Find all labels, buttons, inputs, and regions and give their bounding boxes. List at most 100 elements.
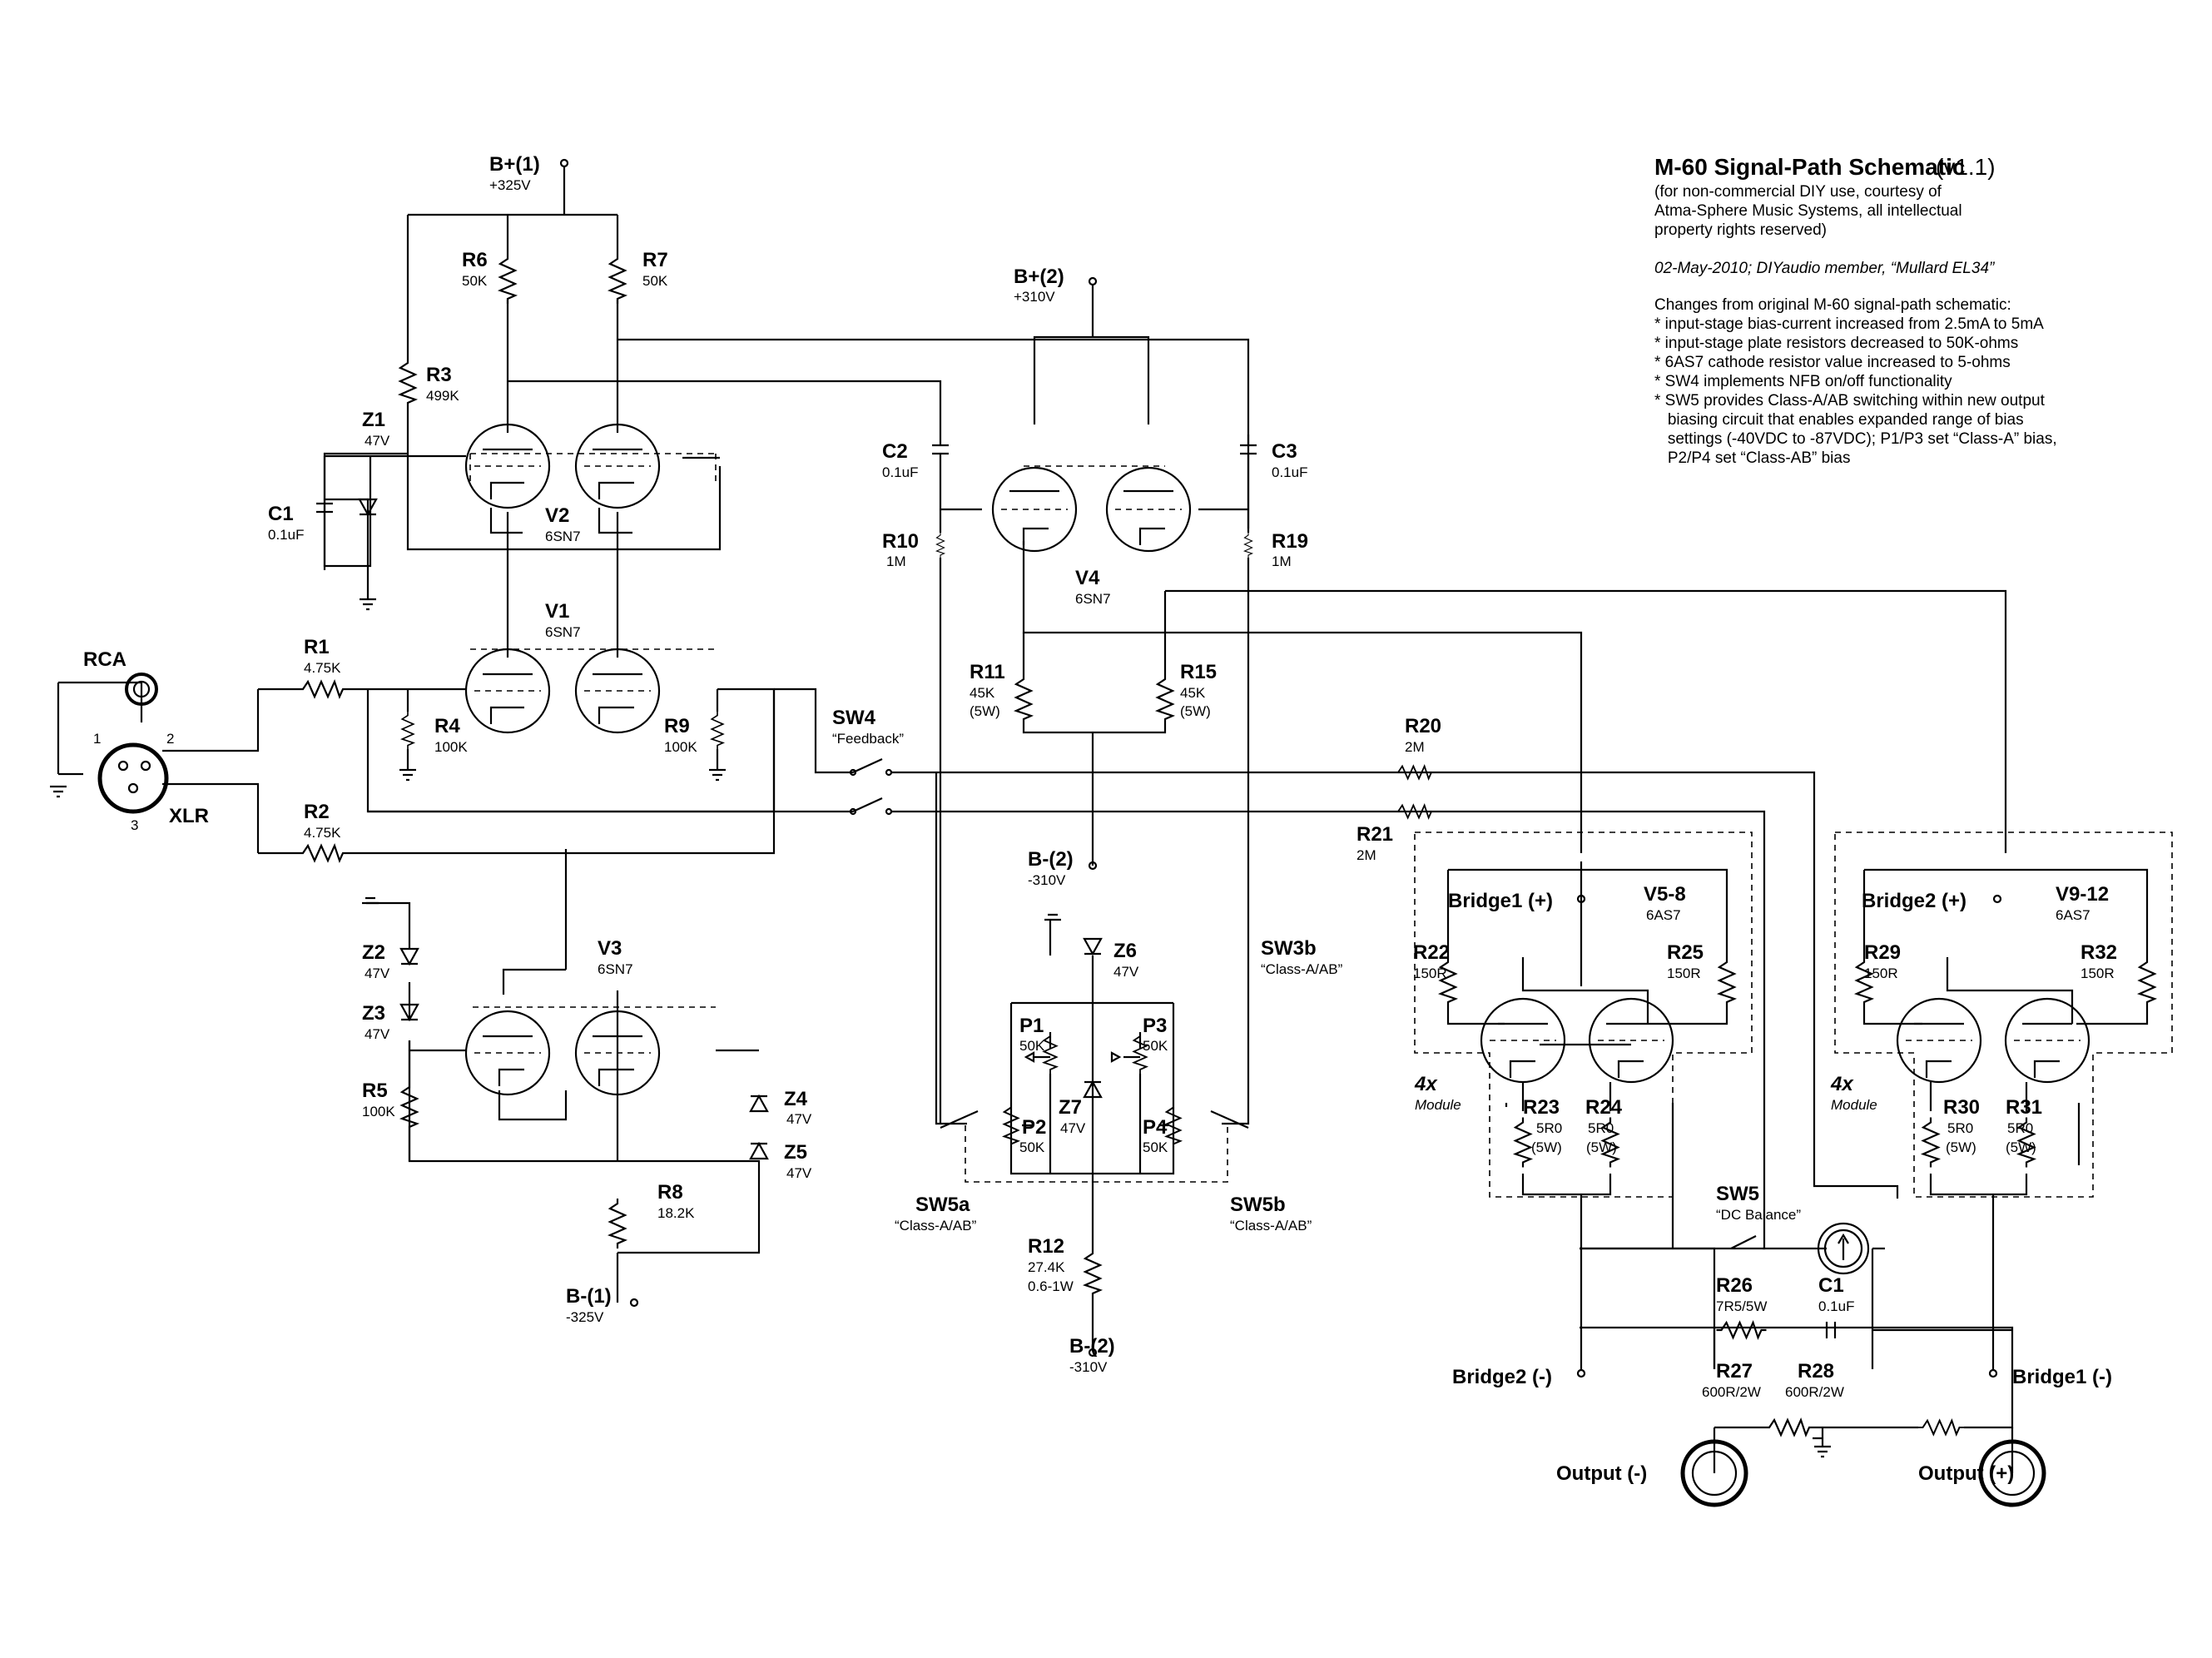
change-item: P2/P4 set “Class-AB” bias	[1654, 449, 1850, 467]
r2-label: R2	[304, 801, 330, 823]
dc-balance-meter	[1817, 1222, 1870, 1275]
zener-z1	[358, 498, 378, 517]
output-minus-jack	[1680, 1439, 1748, 1507]
credit-line-3: property rights reserved)	[1654, 221, 1827, 239]
tube-v4-a	[991, 466, 1078, 553]
zener-z3	[399, 1003, 419, 1022]
v1-label: V1	[545, 600, 569, 623]
capacitor-c3	[1240, 444, 1257, 455]
bminus1-value: -325V	[566, 1309, 604, 1325]
r15-label: R15	[1180, 661, 1217, 683]
tube-v1-b	[574, 648, 661, 734]
ground-icon	[362, 896, 379, 905]
r21-label: R21	[1356, 823, 1393, 846]
z3-label: Z3	[362, 1002, 385, 1025]
switch-sw4	[852, 757, 883, 813]
r30-value: 5R0	[1947, 1120, 1973, 1136]
schematic-title: M-60 Signal-Path Schematic	[1654, 154, 1965, 180]
r20-label: R20	[1405, 715, 1441, 737]
bminus2-bottom-label: B-(2)	[1069, 1335, 1115, 1358]
terminal-bridge2-minus	[1576, 1368, 1586, 1378]
resistor-r7	[608, 252, 627, 305]
date-line: 02-May-2010; DIYaudio member, “Mullard E…	[1654, 260, 1996, 277]
r12-value: 27.4K	[1028, 1259, 1065, 1275]
r26-value: 7R5/5W	[1716, 1298, 1767, 1314]
z3-value: 47V	[365, 1026, 390, 1042]
r30-label: R30	[1943, 1096, 1980, 1119]
tube-envelope-links	[469, 453, 1165, 1008]
bridge1-count: 4x	[1414, 1073, 1438, 1095]
rca-label: RCA	[83, 648, 126, 671]
ground-icon	[360, 598, 376, 611]
tube-v5-8-b	[1588, 997, 1674, 1084]
r27-value: 600R/2W	[1702, 1384, 1761, 1400]
resistor-r8	[608, 1197, 627, 1250]
r15-rating: (5W)	[1180, 703, 1211, 719]
tubes	[464, 423, 2090, 1096]
z6-value: 47V	[1113, 964, 1139, 980]
zener-z4	[749, 1094, 769, 1113]
resistor-r3	[399, 356, 417, 410]
resistor-r9	[711, 710, 724, 751]
tube-v1-a	[464, 648, 551, 734]
change-item: * input-stage bias-current increased fro…	[1654, 315, 2044, 333]
v9-12-type: 6AS7	[2056, 907, 2090, 923]
resistor-r32	[2138, 956, 2156, 1009]
r12-label: R12	[1028, 1235, 1064, 1258]
xlr-label: XLR	[169, 805, 209, 827]
sw5a-label: SW5a	[915, 1194, 970, 1216]
r28-value: 600R/2W	[1785, 1384, 1844, 1400]
capacitors	[316, 444, 1837, 1338]
z7-label: Z7	[1059, 1096, 1082, 1119]
ground-icon	[1814, 1445, 1831, 1458]
z7-value: 47V	[1060, 1120, 1086, 1136]
r12-rating: 0.6-1W	[1028, 1278, 1074, 1294]
v3-type: 6SN7	[598, 961, 633, 977]
r1-value: 4.75K	[304, 660, 341, 676]
ground-symbols	[50, 598, 1831, 1458]
r24-label: R24	[1585, 1096, 1623, 1119]
resistor-r26	[1715, 1321, 1768, 1339]
r1-label: R1	[304, 636, 330, 658]
r21-value: 2M	[1356, 847, 1376, 863]
resistor-r4	[401, 710, 414, 751]
ground-icon	[1044, 913, 1061, 921]
p2-value: 50K	[1019, 1139, 1045, 1155]
v4-label: V4	[1075, 567, 1100, 589]
r31-value: 5R0	[2007, 1120, 2033, 1136]
bridge2-minus-label: Bridge2 (-)	[1452, 1366, 1552, 1388]
sw5b-label: SW5b	[1230, 1194, 1286, 1216]
p2-label: P2	[1022, 1116, 1046, 1139]
changes-heading: Changes from original M-60 signal-path s…	[1654, 296, 2011, 314]
credit-line-2: Atma-Sphere Music Systems, all intellect…	[1654, 202, 1962, 220]
c1b-label: C1	[1818, 1274, 1844, 1297]
output-plus-label: Output (+)	[1918, 1462, 2014, 1485]
resistor-r27	[1763, 1418, 1816, 1437]
resistor-r15	[1156, 673, 1174, 726]
zener-diodes	[358, 498, 1103, 1160]
r24-value: 5R0	[1588, 1120, 1614, 1136]
c1b-value: 0.1uF	[1818, 1298, 1854, 1314]
r15-value: 45K	[1180, 685, 1206, 701]
ground-icon	[50, 785, 67, 798]
switch-sw5b	[1210, 1109, 1249, 1129]
resistor-r12	[1084, 1247, 1102, 1300]
ground-icon	[709, 768, 726, 782]
r19-value: 1M	[1272, 553, 1292, 569]
r6-label: R6	[462, 249, 488, 271]
change-item: * SW5 provides Class-A/AB switching with…	[1654, 392, 2046, 410]
module-boundaries	[469, 453, 2173, 1198]
resistor-r1	[296, 680, 350, 698]
p1-value: 50K	[1019, 1038, 1045, 1054]
p1-label: P1	[1019, 1015, 1044, 1037]
r23-value: 5R0	[1536, 1120, 1562, 1136]
r4-label: R4	[434, 715, 460, 737]
resistor-r10	[935, 531, 945, 559]
capacitor-c1a	[316, 502, 333, 514]
v3-label: V3	[598, 937, 622, 960]
resistor-r25	[1718, 956, 1736, 1009]
bminus2-top-value: -310V	[1028, 872, 1066, 888]
xlr-pin2: 2	[166, 731, 174, 747]
xlr-pin3: 3	[131, 817, 138, 833]
